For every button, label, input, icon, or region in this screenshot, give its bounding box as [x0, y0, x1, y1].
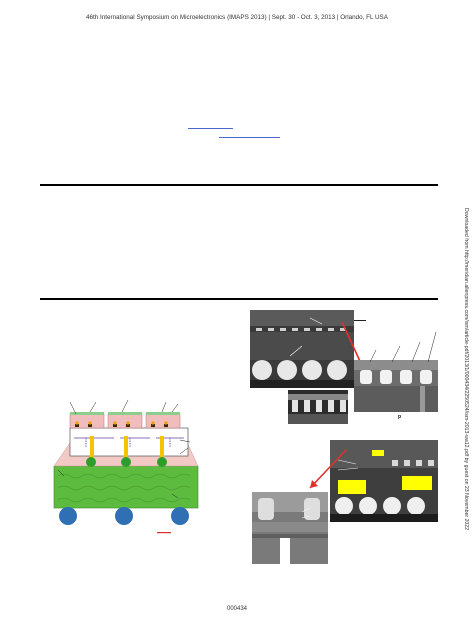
substrate-layer [53, 465, 199, 509]
micro-bumps [75, 421, 168, 427]
sem-micrograph-zoom-bumps [354, 360, 438, 412]
package-cross-section-diagram [53, 399, 199, 534]
callout-leaders [57, 399, 191, 499]
sem-panel-label: p [398, 414, 402, 420]
section-rule-top [40, 184, 438, 186]
substrate-texture [57, 473, 191, 503]
through-silicon-vias [90, 436, 164, 458]
callout-line-sem-1 [354, 320, 366, 321]
scale-marker [157, 532, 171, 534]
page-number: 000434 [226, 606, 248, 612]
section-rule-bottom [40, 298, 438, 300]
hyperlink-underline-2[interactable] [219, 137, 280, 138]
sem-callout-leaders-2 [337, 459, 359, 471]
c4-bumps [86, 457, 167, 467]
sem-micrograph-inset [288, 390, 348, 424]
hyperlink-underline-1[interactable] [188, 128, 233, 129]
top-dies [69, 412, 181, 429]
sem-micrograph-bump-detail [252, 492, 328, 564]
sem-micrograph-overview [250, 310, 354, 388]
sem-callout-leaders [369, 331, 437, 363]
conference-header: 46th International Symposium on Microele… [86, 14, 388, 21]
red-zoom-arrow-2 [309, 449, 347, 489]
download-sidebar: Downloaded from http://meridian.allenpre… [459, 165, 473, 573]
bga-solder-balls [59, 507, 189, 525]
sem-micrograph-highlighted [330, 440, 438, 522]
download-note: Downloaded from http://meridian.allenpre… [463, 207, 469, 531]
